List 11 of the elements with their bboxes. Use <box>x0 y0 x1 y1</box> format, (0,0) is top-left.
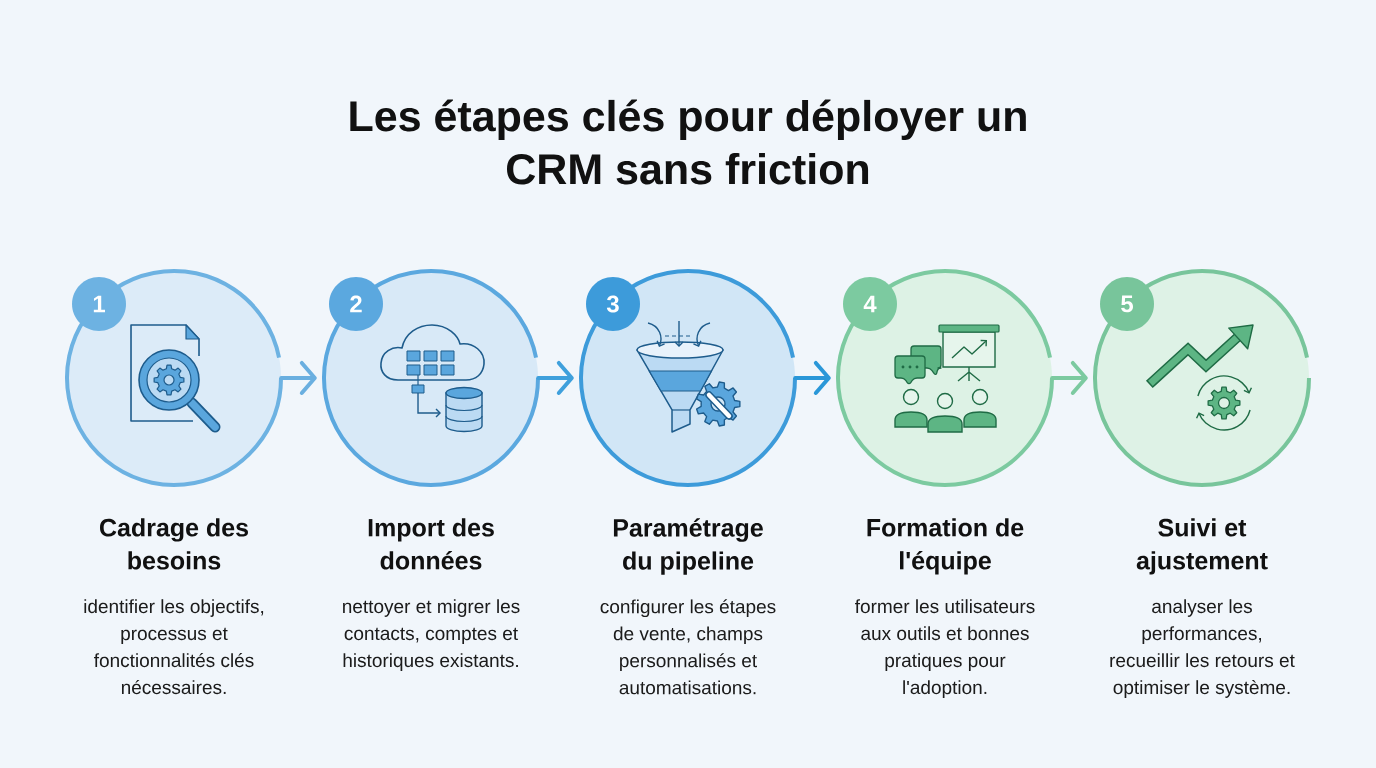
step-description: analyser les performances, recueillir les retours et optimiser le système. <box>1110 599 1295 698</box>
step-heading: Import des données <box>368 518 494 570</box>
step-heading: Paramétrage du pipeline <box>613 518 763 575</box>
step-heading: Cadrage des besoins <box>100 518 248 570</box>
step-description: former les utilisateurs aux outils et bonnes pratiques pour l'adoption. <box>855 599 1035 698</box>
title: Les étapes clés pour déployer un CRM sans friction <box>350 99 1026 185</box>
step-description: configurer les étapes de vente, champs personnalisés et automatisations. <box>600 599 776 695</box>
step-description: nettoyer et migrer les contacts, comptes et historiques existants. <box>343 599 520 671</box>
step-heading: Formation de l'équipe <box>867 518 1024 575</box>
step-heading: Suivi et ajustement <box>1136 518 1268 575</box>
step-description: identifier les objectifs, processus et fonctionnalités clés nécessaires. <box>84 599 264 695</box>
